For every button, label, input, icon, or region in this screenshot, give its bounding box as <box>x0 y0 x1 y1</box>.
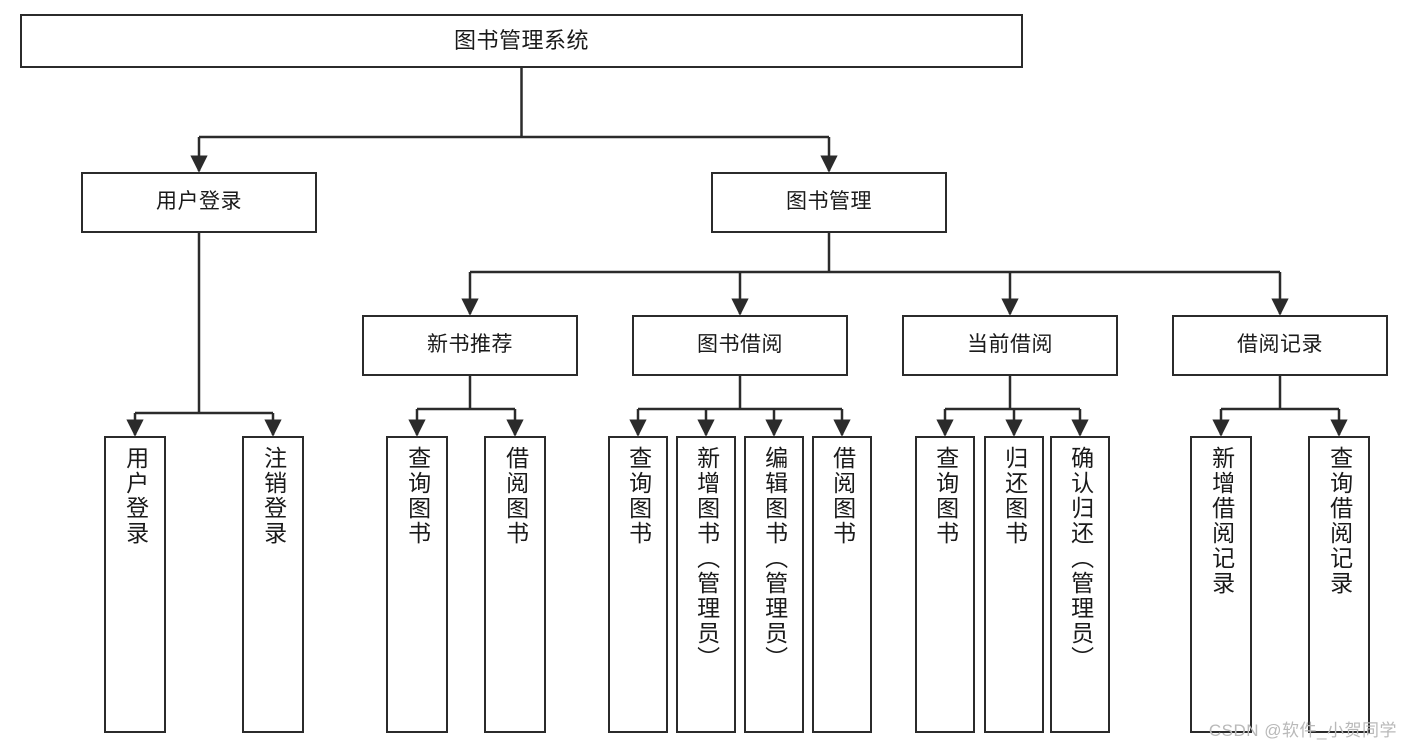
leaf-user-login[interactable]: 用户登录 <box>104 436 166 733</box>
leaf-query-books-recommendation[interactable]: 查询图书 <box>386 436 448 733</box>
leaf-logout[interactable]: 注销登录 <box>242 436 304 733</box>
node-book-borrowing[interactable]: 图书借阅 <box>632 315 848 376</box>
node-label: 当前借阅 <box>967 333 1053 357</box>
node-label: 查询图书 <box>932 446 959 546</box>
node-root[interactable]: 图书管理系统 <box>20 14 1023 68</box>
leaf-add-borrow-record[interactable]: 新增借阅记录 <box>1190 436 1252 733</box>
node-label: 编辑图书（管理员） <box>761 446 788 671</box>
leaf-borrow-books-recommendation[interactable]: 借阅图书 <box>484 436 546 733</box>
node-label: 用户登录 <box>122 446 149 546</box>
leaf-edit-book-admin[interactable]: 编辑图书（管理员） <box>744 436 804 733</box>
node-label: 确认归还（管理员） <box>1067 446 1094 671</box>
node-label: 新增图书（管理员） <box>693 446 720 671</box>
leaf-add-book-admin[interactable]: 新增图书（管理员） <box>676 436 736 733</box>
node-current-borrowing[interactable]: 当前借阅 <box>902 315 1118 376</box>
node-label: 归还图书 <box>1001 446 1028 546</box>
node-label: 借阅图书 <box>502 446 529 546</box>
node-label: 查询图书 <box>404 446 431 546</box>
node-label: 注销登录 <box>260 446 287 546</box>
node-borrowing-records[interactable]: 借阅记录 <box>1172 315 1388 376</box>
node-label: 图书管理系统 <box>453 28 589 54</box>
node-label: 新增借阅记录 <box>1208 446 1235 596</box>
node-label: 查询图书 <box>625 446 652 546</box>
node-label: 用户登录 <box>156 190 242 214</box>
node-new-book-recommendation[interactable]: 新书推荐 <box>362 315 578 376</box>
leaf-return-books[interactable]: 归还图书 <box>984 436 1044 733</box>
leaf-query-books-borrowing[interactable]: 查询图书 <box>608 436 668 733</box>
node-label: 查询借阅记录 <box>1326 446 1353 596</box>
leaf-query-books-current[interactable]: 查询图书 <box>915 436 975 733</box>
node-label: 图书管理 <box>786 190 872 214</box>
node-label: 借阅图书 <box>829 446 856 546</box>
leaf-borrow-books[interactable]: 借阅图书 <box>812 436 872 733</box>
node-book-management[interactable]: 图书管理 <box>711 172 947 233</box>
node-label: 借阅记录 <box>1237 333 1323 357</box>
leaf-query-borrow-record[interactable]: 查询借阅记录 <box>1308 436 1370 733</box>
csdn-watermark: CSDN @软件_小贺同学 <box>1208 721 1397 740</box>
node-label: 图书借阅 <box>697 333 783 357</box>
leaf-confirm-return-admin[interactable]: 确认归还（管理员） <box>1050 436 1110 733</box>
node-user-login[interactable]: 用户登录 <box>81 172 317 233</box>
node-label: 新书推荐 <box>427 333 513 357</box>
